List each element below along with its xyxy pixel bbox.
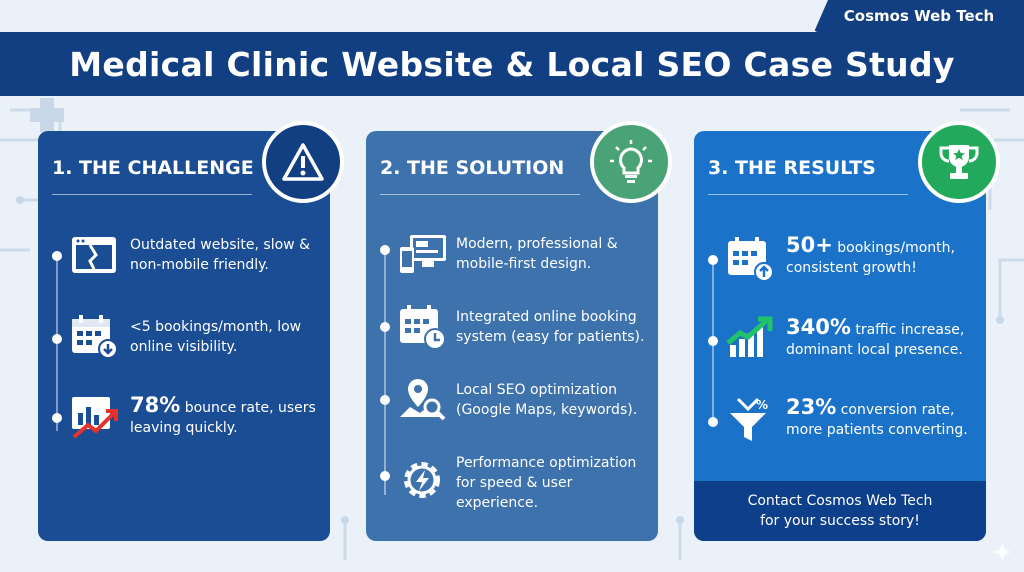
solution-card: 2. THE SOLUTION Modern, professional & m… xyxy=(366,121,672,541)
solution-item-1-text: Modern, professional & mobile-first desi… xyxy=(456,236,618,272)
cta-line-1: Contact Cosmos Web Tech xyxy=(747,493,933,509)
results-heading: 3. THE RESULTS xyxy=(708,157,876,179)
challenge-item-2-text: <5 bookings/month, low online visibility… xyxy=(130,319,302,355)
results-item-2-highlight: 340% xyxy=(786,315,851,339)
growth-chart-icon xyxy=(726,315,776,361)
calendar-down-icon xyxy=(70,313,120,359)
challenge-item-3-text: bounce rate, users leaving quickly. xyxy=(130,400,316,436)
timeline-dot xyxy=(708,417,718,427)
devices-icon xyxy=(398,231,448,277)
challenge-item-3: 78% bounce rate, users leaving quickly. xyxy=(130,395,326,438)
timeline-dot xyxy=(380,471,390,481)
solution-heading: 2. THE SOLUTION xyxy=(380,157,565,179)
challenge-divider xyxy=(52,194,252,195)
brand-label: Cosmos Web Tech xyxy=(814,0,1024,32)
timeline-dot xyxy=(380,245,390,255)
results-item-2: 340% traffic increase, dominant local pr… xyxy=(786,317,982,360)
cta-line-2: for your success story! xyxy=(760,513,920,529)
solution-item-1: Modern, professional & mobile-first desi… xyxy=(456,234,656,274)
sparkle-icon xyxy=(991,541,1013,563)
page-title: Medical Clinic Website & Local SEO Case … xyxy=(69,44,955,84)
challenge-item-3-highlight: 78% xyxy=(130,393,181,417)
results-item-3-highlight: 23% xyxy=(786,395,837,419)
contact-cta[interactable]: Contact Cosmos Web Tech for your success… xyxy=(694,481,986,541)
warning-triangle-icon xyxy=(262,121,344,203)
results-card: 3. THE RESULTS 50+ bookings/month, consi… xyxy=(694,121,1000,541)
results-divider xyxy=(708,194,908,195)
results-item-1: 50+ bookings/month, consistent growth! xyxy=(786,235,982,278)
bounce-chart-icon xyxy=(70,393,120,439)
challenge-item-2: <5 bookings/month, low online visibility… xyxy=(130,317,326,357)
solution-item-4: Performance optimization for speed & use… xyxy=(456,453,656,513)
lightbulb-icon xyxy=(590,121,672,203)
calendar-clock-icon xyxy=(398,303,448,350)
page-title-bar: Medical Clinic Website & Local SEO Case … xyxy=(0,32,1024,96)
solution-item-3-text: Local SEO optimization (Google Maps, key… xyxy=(456,382,638,418)
broken-website-icon xyxy=(70,233,120,279)
solution-item-2-text: Integrated online booking system (easy f… xyxy=(456,309,645,345)
timeline-dot xyxy=(52,251,62,261)
timeline-dot xyxy=(708,255,718,265)
challenge-item-1: Outdated website, slow & non-mobile frie… xyxy=(130,235,326,275)
map-search-icon xyxy=(398,377,448,423)
solution-divider xyxy=(380,194,580,195)
trophy-icon xyxy=(918,121,1000,203)
results-item-2-text: traffic increase, dominant local presenc… xyxy=(786,322,965,358)
calendar-up-icon xyxy=(726,235,776,282)
solution-item-4-text: Performance optimization for speed & use… xyxy=(456,455,637,511)
challenge-item-1-text: Outdated website, slow & non-mobile frie… xyxy=(130,237,310,273)
svg-text:%: % xyxy=(756,398,768,412)
challenge-heading: 1. THE CHALLENGE xyxy=(52,157,254,179)
timeline-dot xyxy=(380,395,390,405)
results-item-3-text: conversion rate, more patients convertin… xyxy=(786,402,968,438)
timeline-dot xyxy=(380,322,390,332)
gear-bolt-icon xyxy=(398,455,448,501)
timeline-dot xyxy=(708,336,718,346)
funnel-percent-icon: % xyxy=(726,395,776,441)
timeline-line xyxy=(384,245,386,495)
results-item-1-highlight: 50+ xyxy=(786,233,833,257)
challenge-card: 1. THE CHALLENGE Outdated website, slow … xyxy=(38,121,344,541)
solution-item-3: Local SEO optimization (Google Maps, key… xyxy=(456,380,656,420)
results-item-3: 23% conversion rate, more patients conve… xyxy=(786,397,982,440)
timeline-dot xyxy=(52,413,62,423)
results-item-1-text: bookings/month, consistent growth! xyxy=(786,240,955,276)
timeline-dot xyxy=(52,334,62,344)
solution-item-2: Integrated online booking system (easy f… xyxy=(456,307,656,347)
